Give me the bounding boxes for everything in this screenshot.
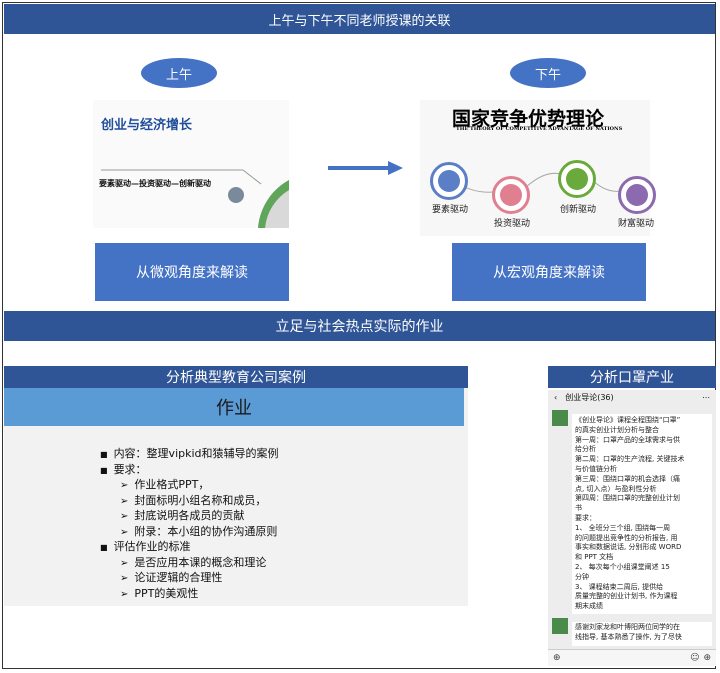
chat-header: ‹ 创业导论(36) ⋯: [548, 390, 716, 404]
drive-label: 财富驱动: [617, 219, 654, 229]
plus-icon[interactable]: ⊕: [703, 653, 711, 663]
chat-line: 的问题提出竞争性的分析报告, 用: [575, 533, 678, 542]
list-item: ➢ 封底说明各成员的贡献: [100, 509, 279, 525]
bullet-icon: ➢: [120, 495, 129, 507]
list-item-text: 内容：整理vipkid和猿辅导的案例: [113, 447, 279, 460]
list-item: ➢ 论证逻辑的合理性: [100, 571, 279, 587]
list-item: ■ 评估作业的标准: [100, 540, 279, 556]
list-item-text: PPT的美观性: [134, 586, 199, 600]
bullet-icon: ■: [100, 543, 108, 552]
avatar: [552, 618, 568, 634]
growth-graphic: [101, 169, 289, 228]
bullet-icon: ■: [100, 465, 108, 475]
list-item-text: 封底说明各成员的贡献: [134, 509, 245, 522]
list-item-text: 论证逻辑的合理性: [134, 571, 223, 584]
chat-message: 感谢刘家龙和叶博阳两位同学的在线指导, 基本熟悉了操作, 为了尽快: [572, 622, 712, 646]
right-arrow-icon: [328, 161, 403, 175]
avatar: [552, 410, 568, 426]
chat-line: 《创业导论》课程全程围绕“口罩”: [575, 416, 681, 424]
chat-line: 与价值链分析: [575, 464, 617, 473]
bullet-icon: ■: [100, 450, 108, 459]
drive-label: 创新驱动: [559, 205, 596, 215]
drive-label: 要素驱动: [431, 205, 468, 215]
chat-line: 要求：: [575, 513, 596, 522]
chat-line: 线指导, 基本熟悉了操作, 为了尽快: [575, 632, 682, 641]
afternoon-slide: 国家竞争优势理论 THE THEORY OF COMPETITIVE ADVAN…: [420, 100, 656, 236]
bottom-banner: 立足与社会热点实际的作业: [4, 311, 715, 341]
chat-line: 的真实创业计划分析与整合: [575, 425, 659, 434]
chat-line: 感谢刘家龙和叶博阳两位同学的在: [575, 623, 680, 631]
bullet-icon: ➢: [120, 573, 129, 584]
micro-perspective-box: 从微观角度来解读: [95, 243, 289, 301]
more-icon[interactable]: ⋯: [702, 392, 710, 402]
morning-slide-text: 要素驱动—投资驱动—创新驱动: [99, 179, 211, 188]
requirements-list: ■ 内容：整理vipkid和猿辅导的案例 ■ 要求： ➢ 作业格式PPT， ➢ 封面标明小组名…: [100, 447, 279, 602]
list-item-text: 要求：: [113, 462, 147, 476]
afternoon-slide-title: 国家竞争优势理论: [452, 108, 605, 130]
chat-line: 书: [575, 504, 582, 513]
back-icon[interactable]: ‹: [554, 392, 558, 402]
list-item-text: 附录：本小组的协作沟通原则: [134, 524, 278, 538]
wealth-drive-icon: [618, 176, 656, 214]
mask-industry-header: 分析口罩产业: [548, 366, 716, 388]
morning-slide-title: 创业与经济增长: [101, 118, 193, 133]
chat-line: 和 PPT 文档: [575, 553, 614, 562]
bullet-icon: ➢: [120, 588, 129, 600]
chat-line: 质量完整的创业计划书, 作为课程: [575, 592, 678, 601]
chat-line: 1、 全班分三个组, 围绕每一周: [575, 523, 671, 532]
morning-pill: 上午: [141, 58, 217, 88]
voice-icon[interactable]: ⊕: [553, 653, 561, 663]
factor-drive-icon: [430, 162, 468, 200]
macro-perspective-box: 从宏观角度来解读: [452, 243, 646, 301]
innovation-drive-icon: [558, 160, 596, 198]
list-item: ■ 要求：: [100, 463, 279, 479]
homework-title: 作业: [4, 388, 464, 426]
emoji-icon[interactable]: ☺: [690, 653, 700, 663]
list-item: ➢ 是否应用本课的概念和理论: [100, 556, 279, 572]
chat-screenshot: ‹ 创业导论(36) ⋯ 《创业导论》课程全程围绕“口罩”的真实创业计划分析与整…: [548, 390, 716, 666]
drive-label: 投资驱动: [493, 219, 530, 229]
chat-line: 3、 课程结束二周后, 提供给: [575, 582, 664, 591]
chat-line: 期末成绩: [575, 602, 603, 611]
list-item: ➢ 封面标明小组名称和成员，: [100, 494, 279, 510]
list-item: ➢ 作业格式PPT，: [100, 478, 279, 494]
chat-input-bar: ⊕ ☺ ⊕: [548, 649, 716, 666]
afternoon-slide-subtitle: THE THEORY OF COMPETITIVE ADVANTAGE OF N…: [456, 126, 623, 132]
chat-line: 事实和数据说话, 分别形成 WORD: [575, 543, 682, 552]
chat-line: 第二周：口罩的生产流程, 关键技术: [575, 455, 685, 464]
chat-title: 创业导论(36): [565, 392, 614, 402]
morning-slide: 创业与经济增长 要素驱动—投资驱动—创新驱动: [93, 100, 289, 228]
list-item-text: 封面标明小组名称和成员，: [134, 493, 267, 507]
chat-line: 2、 每次每个小组课堂阐述 15: [575, 562, 670, 571]
list-item: ■ 内容：整理vipkid和猿辅导的案例: [100, 447, 279, 463]
investment-drive-icon: [492, 176, 530, 214]
list-item: ➢ PPT的美观性: [100, 587, 279, 603]
chat-message: 《创业导论》课程全程围绕“口罩”的真实创业计划分析与整合第一周：口罩产品的全球需…: [572, 414, 712, 614]
chat-line: 第一周：口罩产品的全球需求与供: [575, 435, 680, 444]
top-banner: 上午与下午不同老师授课的关联: [4, 4, 715, 34]
chat-line: 第四周：围绕口罩的完整创业计划: [575, 494, 680, 503]
chat-line: 点, 切入点）与盈利性分析: [575, 484, 657, 493]
chat-line: 分钟: [575, 572, 589, 581]
chat-line: 第三周：围绕口罩的机会选择（痛: [575, 474, 680, 483]
list-item-text: 评估作业的标准: [113, 540, 191, 553]
list-item-text: 是否应用本课的概念和理论: [134, 555, 267, 569]
bullet-icon: ➢: [120, 480, 129, 491]
list-item: ➢ 附录：本小组的协作沟通原则: [100, 525, 279, 541]
bullet-icon: ➢: [120, 526, 129, 538]
afternoon-pill: 下午: [510, 58, 586, 88]
list-item-text: 作业格式PPT，: [134, 478, 210, 491]
bullet-icon: ➢: [120, 511, 129, 522]
bullet-icon: ➢: [120, 557, 129, 569]
chat-line: 给分析: [575, 445, 596, 454]
case-study-header: 分析典型教育公司案例: [4, 366, 468, 388]
